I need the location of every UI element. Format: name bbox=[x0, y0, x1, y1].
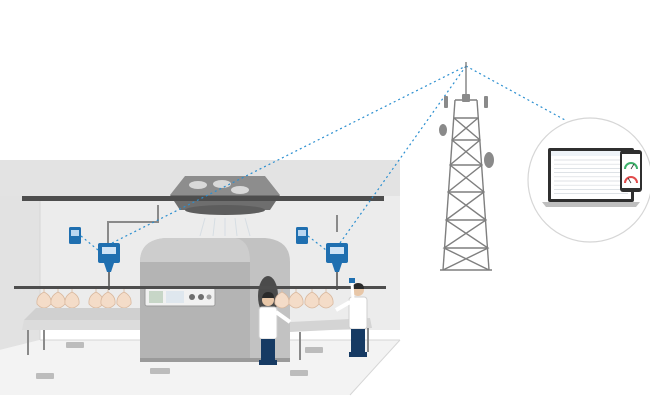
table-top bbox=[22, 320, 140, 330]
gauge-needle bbox=[627, 177, 632, 184]
signal-tower-to-dashboard bbox=[465, 65, 566, 121]
machine-foot bbox=[140, 358, 290, 362]
floor-drain bbox=[150, 368, 170, 374]
worker-right-device bbox=[349, 278, 355, 283]
worker-left-boots bbox=[259, 360, 277, 365]
signal-sensor-left-to-gateway bbox=[80, 235, 99, 251]
signal-sensor-right-to-gateway bbox=[307, 235, 327, 251]
pipe-left bbox=[107, 205, 159, 243]
worker-left-coat bbox=[258, 306, 278, 340]
room-edge bbox=[349, 339, 401, 396]
worker-left-hair bbox=[262, 292, 274, 298]
worker-right-coat bbox=[348, 296, 368, 330]
worker-left-legs bbox=[261, 339, 275, 361]
tower-antenna bbox=[484, 96, 488, 108]
air-flow-line bbox=[199, 217, 206, 237]
gauge-green-icon bbox=[624, 162, 638, 170]
ceiling-unit-vent bbox=[231, 186, 249, 194]
air-flow-line bbox=[234, 217, 238, 237]
worker-right-arm bbox=[335, 300, 351, 312]
worker-left-arm bbox=[274, 310, 292, 324]
floor-drain bbox=[36, 373, 54, 379]
worker-right-boots bbox=[349, 352, 367, 357]
control-button bbox=[206, 294, 212, 300]
poultry-carcass bbox=[36, 289, 52, 309]
poultry-carcass bbox=[304, 289, 320, 309]
tower-antennas bbox=[439, 94, 494, 168]
poultry-carcass bbox=[288, 289, 304, 309]
ceiling-air-unit bbox=[170, 176, 280, 215]
sensor-pipes bbox=[107, 205, 338, 243]
signal-gateway-left-to-tower bbox=[111, 65, 467, 244]
laptop-header bbox=[551, 151, 631, 156]
control-button bbox=[198, 294, 204, 300]
laptop-screen bbox=[551, 151, 631, 199]
room-left-wall bbox=[0, 160, 40, 350]
control-button bbox=[189, 294, 195, 300]
wall-sensor-icon bbox=[296, 227, 308, 244]
signal-gateway-right-to-tower bbox=[339, 65, 467, 244]
poultry-carcass bbox=[274, 289, 290, 309]
poultry-line-left bbox=[36, 289, 132, 309]
table-top-far bbox=[24, 308, 140, 320]
tower-antenna bbox=[462, 94, 470, 102]
worker-right-hair bbox=[352, 283, 364, 289]
wall-sensor-left-screen bbox=[71, 230, 79, 236]
floor-drain bbox=[66, 342, 84, 348]
gateway-device-icon bbox=[98, 243, 120, 290]
processing-machine bbox=[140, 238, 290, 362]
machine-top-front bbox=[140, 238, 250, 262]
tower-leg-left bbox=[442, 99, 456, 271]
tower-antenna bbox=[444, 96, 448, 108]
tower-dish bbox=[484, 152, 494, 168]
poultry-carcass bbox=[116, 289, 132, 309]
gauge-red-icon bbox=[624, 176, 638, 184]
poultry-carcass bbox=[318, 289, 334, 309]
control-panel-display bbox=[149, 291, 163, 303]
poultry-conveyor-rail bbox=[14, 286, 386, 289]
gauge-needle bbox=[630, 163, 635, 170]
worker-right bbox=[335, 278, 368, 357]
wall-sensor-icon bbox=[69, 227, 81, 244]
control-panel-screen bbox=[166, 291, 184, 303]
tower-cross bbox=[442, 117, 490, 271]
floor-drains bbox=[36, 342, 323, 379]
wireless-signal-lines bbox=[80, 65, 566, 251]
cell-tower-icon bbox=[440, 62, 492, 271]
poultry-carcass bbox=[64, 289, 80, 309]
ceiling-unit-vent bbox=[189, 181, 207, 189]
worker-left bbox=[258, 292, 292, 365]
ceiling-unit-base bbox=[185, 205, 265, 215]
gateway-right-probe bbox=[332, 263, 342, 272]
laptop-base bbox=[542, 202, 640, 207]
ceiling-unit-vent bbox=[213, 180, 231, 188]
tower-cross bbox=[442, 117, 490, 271]
air-flow-line bbox=[212, 217, 216, 237]
poultry-line-right bbox=[274, 289, 334, 309]
gateway-right-screen bbox=[330, 247, 344, 254]
gateway-left-probe bbox=[104, 263, 114, 272]
overhead-rail bbox=[22, 196, 384, 201]
gateway-device-icon bbox=[326, 243, 348, 290]
gateway-left-screen bbox=[102, 247, 116, 254]
worker-right-arm-raised bbox=[350, 281, 355, 301]
air-flow-lines bbox=[199, 217, 251, 237]
worker-right-legs bbox=[351, 329, 365, 353]
laptop-table-rows bbox=[554, 159, 628, 194]
air-flow-line bbox=[244, 217, 251, 237]
machine-front bbox=[140, 262, 250, 360]
floor-drain bbox=[290, 370, 308, 376]
wall-sensor-right-screen bbox=[298, 230, 306, 236]
tower-leg-right bbox=[476, 99, 490, 271]
poultry-carcass bbox=[50, 289, 66, 309]
dashboard-bubble bbox=[527, 117, 650, 243]
poultry-carcass bbox=[100, 289, 116, 309]
work-table bbox=[22, 308, 372, 360]
floor-drain bbox=[305, 347, 323, 353]
tower-dish bbox=[439, 124, 447, 136]
